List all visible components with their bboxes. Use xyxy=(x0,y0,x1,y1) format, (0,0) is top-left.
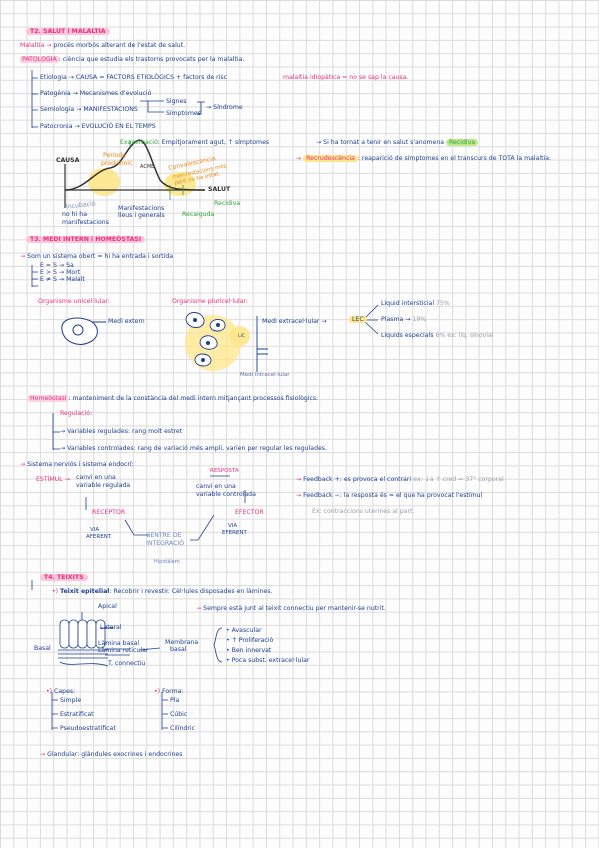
canvi-regulada-1: canvi en una xyxy=(76,474,116,481)
membrana-label: Membrana xyxy=(165,639,199,646)
epithelium-drawing xyxy=(58,612,161,667)
lateral-label: Lateral xyxy=(100,624,122,631)
homeostasi-line: Homeòstasi: manteniment de la constància… xyxy=(28,395,319,402)
via-eferent-1: VIA xyxy=(228,523,238,529)
eq-sa: E = S → Sa xyxy=(40,262,74,269)
teixit-epitelial-line: •) Teixit epitelial: Recobrir i revestir… xyxy=(52,588,273,595)
efector-label: EFECTOR xyxy=(235,509,264,516)
capes-simple: Simple xyxy=(60,697,82,704)
liquids-especials: Líquids especials 6% ex: líq. sinovial xyxy=(381,332,494,339)
forma-cubic: Cúbic xyxy=(170,711,188,718)
section-title-t2: T2. SALUT i MALALTIA xyxy=(26,28,110,36)
exacerbacio-line: Exacerbació: Empitjorament agut, ↑ símpt… xyxy=(120,139,270,146)
lamina-reticular-label: Làmina reticular xyxy=(98,647,149,654)
acme-label: ACME xyxy=(140,164,155,170)
salut-label: SALUT xyxy=(208,186,231,193)
prodromic-label: prodròmic xyxy=(101,160,133,167)
via-aferent-1: VIA xyxy=(90,527,100,533)
signes-label: Signes xyxy=(166,98,187,105)
estimul-label: ESTÍMUL → xyxy=(36,476,70,483)
regulacio-label: Regulació: xyxy=(60,410,93,417)
feedback-positive: → Feedback +: es provoca el contrari ex:… xyxy=(296,476,504,483)
canvi-controlada-1: canvi en una xyxy=(196,483,236,490)
resposta-label: RESPOSTA xyxy=(210,468,239,474)
recaiguda-label: Recaiguda xyxy=(182,211,215,218)
recidiva-line: → Si ha tornat a tenir en salut s'anomen… xyxy=(316,139,479,147)
malaltia-line: Malaltia → procés morbós alterant de l'e… xyxy=(20,42,186,49)
var-regulades-line: → Variables regulades: rang molt estret xyxy=(60,428,183,435)
feedback-negative: → Feedback −: la resposta és = el que ha… xyxy=(296,492,483,499)
liquid-intersticial: Líquid intersticial 75% xyxy=(381,300,450,307)
simptomes-label: Símptomes xyxy=(166,110,201,117)
avascular-item: • Avascular xyxy=(226,627,262,634)
section-title-t3: T3. MEDI INTERN i HOMEÒSTASI xyxy=(26,236,146,244)
unicel-label: Organisme unicel·lular: xyxy=(38,298,110,305)
plasma: Plasma → 19% xyxy=(381,316,427,323)
manifestacions-label: manifestacions xyxy=(62,219,109,226)
causa-label: CAUSA xyxy=(56,157,80,164)
canvi-regulada-2: variable regulada xyxy=(76,482,131,489)
innervat-item: • Ben innervat xyxy=(226,647,272,654)
etiologia-line: Etiologia → CAUSA = FACTORS ETIOLÒGICS +… xyxy=(40,74,228,81)
manif-lleus-2: lleus i generals xyxy=(118,212,165,219)
pluricellular-drawing xyxy=(185,312,268,372)
medi-intracel-label: Medi intracel·lular xyxy=(240,372,290,378)
pluricel-label: Organisme pluricel·lular: xyxy=(172,298,249,305)
proliferacio-item: • ↑ Proliferació xyxy=(226,637,274,644)
idiopatica-note: malaltia idiopàtica = no se sap la causa… xyxy=(283,74,409,81)
centre-integracio-2: INTEGRACIÓ xyxy=(146,540,185,547)
forma-cilindric: Cilíndric xyxy=(170,725,195,732)
lec-badge: LEC xyxy=(349,316,367,324)
medi-extern-label: Medi extern xyxy=(108,318,145,325)
centre-integracio-1: CENTRE DE xyxy=(146,532,182,539)
signes-bracket xyxy=(197,101,205,115)
manif-lleus-1: Manifestacions xyxy=(118,205,165,212)
capes-label: •) Capes: xyxy=(46,688,76,695)
membrana-basal-label: basal xyxy=(170,646,187,653)
capes-estratificat: Estratificat xyxy=(60,711,94,718)
canvi-controlada-2: variable controlada xyxy=(196,491,256,498)
eq-malalt: E ≠ S → Malalt xyxy=(40,276,85,283)
recrudescencia-line: → Recrudescència: reaparició de símptome… xyxy=(296,155,552,162)
poca-subst-item: • Poca subst. extracel·lular xyxy=(226,657,310,664)
unicellular-cell-drawing xyxy=(61,317,106,345)
patologia-line: PATOLOGIA: ciència que estudia els trast… xyxy=(20,56,245,63)
patocronia-line: Patocronia → EVOLUCIÓ EN EL TEMPS xyxy=(40,123,156,130)
forma-pla: Pla xyxy=(170,697,180,704)
periode-label: Període xyxy=(103,152,127,159)
glandular-line: → Glandular: glàndules exocrines i endoc… xyxy=(40,751,183,758)
recidiva-curve-label: Recidiva xyxy=(214,200,241,207)
section-title-t4: T4. TEIXITS xyxy=(40,574,88,582)
patogenia-line: Patogènia → Mecanismes d'evolució xyxy=(40,90,152,97)
forma-label: •) Forma: xyxy=(154,688,184,695)
patologia-tree xyxy=(31,70,38,128)
lec-branches xyxy=(364,304,379,335)
disease-curve-diagram xyxy=(64,139,206,208)
sempre-note: → Sempre està junt al teixit connectiu p… xyxy=(196,605,386,612)
via-eferent-2: EFERENT xyxy=(222,530,247,536)
eq-mort: E > S → Mort xyxy=(40,269,81,276)
lamina-basal-label: Làmina basal xyxy=(98,640,140,647)
hipotalem-label: Hipotàlem xyxy=(154,559,180,565)
semiologia-bracket xyxy=(140,100,164,113)
medi-extracel-label: Medi extracel·lular → xyxy=(262,318,327,325)
capes-pseudo: Pseudoestratificat xyxy=(60,725,116,732)
sindrome-label: → Síndrome xyxy=(206,104,243,111)
lic-label: LIC xyxy=(238,334,245,339)
sistema-obert-line: → Som un sistema obert = hi ha entrada i… xyxy=(20,253,174,260)
basal-label: Basal xyxy=(34,645,51,652)
var-controlades-line: → Variables controlades: rang de variaci… xyxy=(60,445,327,452)
no-hi-ha-label: no hi ha xyxy=(62,211,87,218)
semiologia-line: Semiologia → MANIFESTACIONS xyxy=(40,106,138,113)
via-aferent-2: AFERENT xyxy=(86,534,112,540)
sistema-nervios-line: → Sistema nerviós i sistema endocrí: xyxy=(20,461,134,468)
receptor-label: RECEPTOR xyxy=(92,509,126,516)
t-connectiu-label: T. connectiu xyxy=(108,660,146,667)
apical-label: Apical xyxy=(98,603,117,610)
feedback-negative-ex: Ex: contraccions uterines al part. xyxy=(312,508,415,515)
